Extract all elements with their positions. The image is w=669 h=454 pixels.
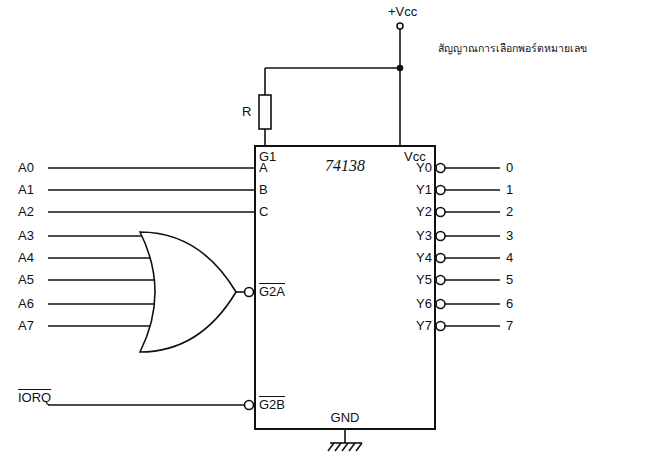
vcc-wire: [265, 67, 400, 69]
junction-dot: [398, 66, 403, 71]
address-signal: A3: [18, 228, 34, 244]
resistor-wire: [264, 129, 266, 145]
vcc-wire: [399, 29, 401, 145]
inversion-bubble: [245, 288, 254, 297]
pin-name: Y5: [416, 272, 432, 288]
address-signal: A6: [18, 296, 34, 312]
pin-name: G2A: [259, 284, 285, 300]
pin-name: Y4: [416, 250, 432, 266]
address-signal: A4: [18, 250, 34, 266]
port-number: 7: [506, 318, 513, 334]
iorq-wire: [48, 404, 245, 406]
pin-name: C: [259, 204, 268, 220]
pin-name: Y1: [416, 182, 432, 198]
address-signal: A5: [18, 272, 34, 288]
pin-name: Y2: [416, 204, 432, 220]
port-number: 6: [506, 296, 513, 312]
resistor-wire: [264, 68, 266, 95]
pin-name: G2B: [259, 397, 285, 413]
gate-output-wire: [236, 291, 245, 293]
or-gate: [140, 232, 236, 352]
pin-name: Y7: [416, 318, 432, 334]
pin-name: Y3: [416, 228, 432, 244]
ground-symbol: [328, 443, 362, 451]
supply-label: +Vcc: [388, 4, 417, 20]
port-number: 2: [506, 204, 513, 220]
address-wires: [48, 168, 254, 326]
control-signal: IORQ: [18, 390, 51, 406]
address-signal: A0: [18, 160, 34, 176]
port-number: 5: [506, 272, 513, 288]
port-number: 0: [506, 160, 513, 176]
resistor-label: R: [242, 104, 251, 120]
vcc-terminal: [397, 23, 403, 29]
resistor-symbol: [259, 95, 271, 129]
output-pins: [436, 164, 500, 331]
port-number: 3: [506, 228, 513, 244]
address-signal: A7: [18, 318, 34, 334]
ground-wire: [344, 430, 346, 443]
pin-name: GND: [331, 410, 360, 426]
port-number: 1: [506, 182, 513, 198]
pin-name: Y0: [416, 160, 432, 176]
pin-name: B: [259, 182, 268, 198]
address-signal: A1: [18, 182, 34, 198]
pin-name: A: [259, 160, 268, 176]
pin-name: Y6: [416, 296, 432, 312]
caption-note: สัญญาณการเลือกพอร์ตหมายเลข: [438, 40, 587, 56]
address-signal: A2: [18, 204, 34, 220]
port-number: 4: [506, 250, 513, 266]
inversion-bubble: [245, 401, 254, 410]
